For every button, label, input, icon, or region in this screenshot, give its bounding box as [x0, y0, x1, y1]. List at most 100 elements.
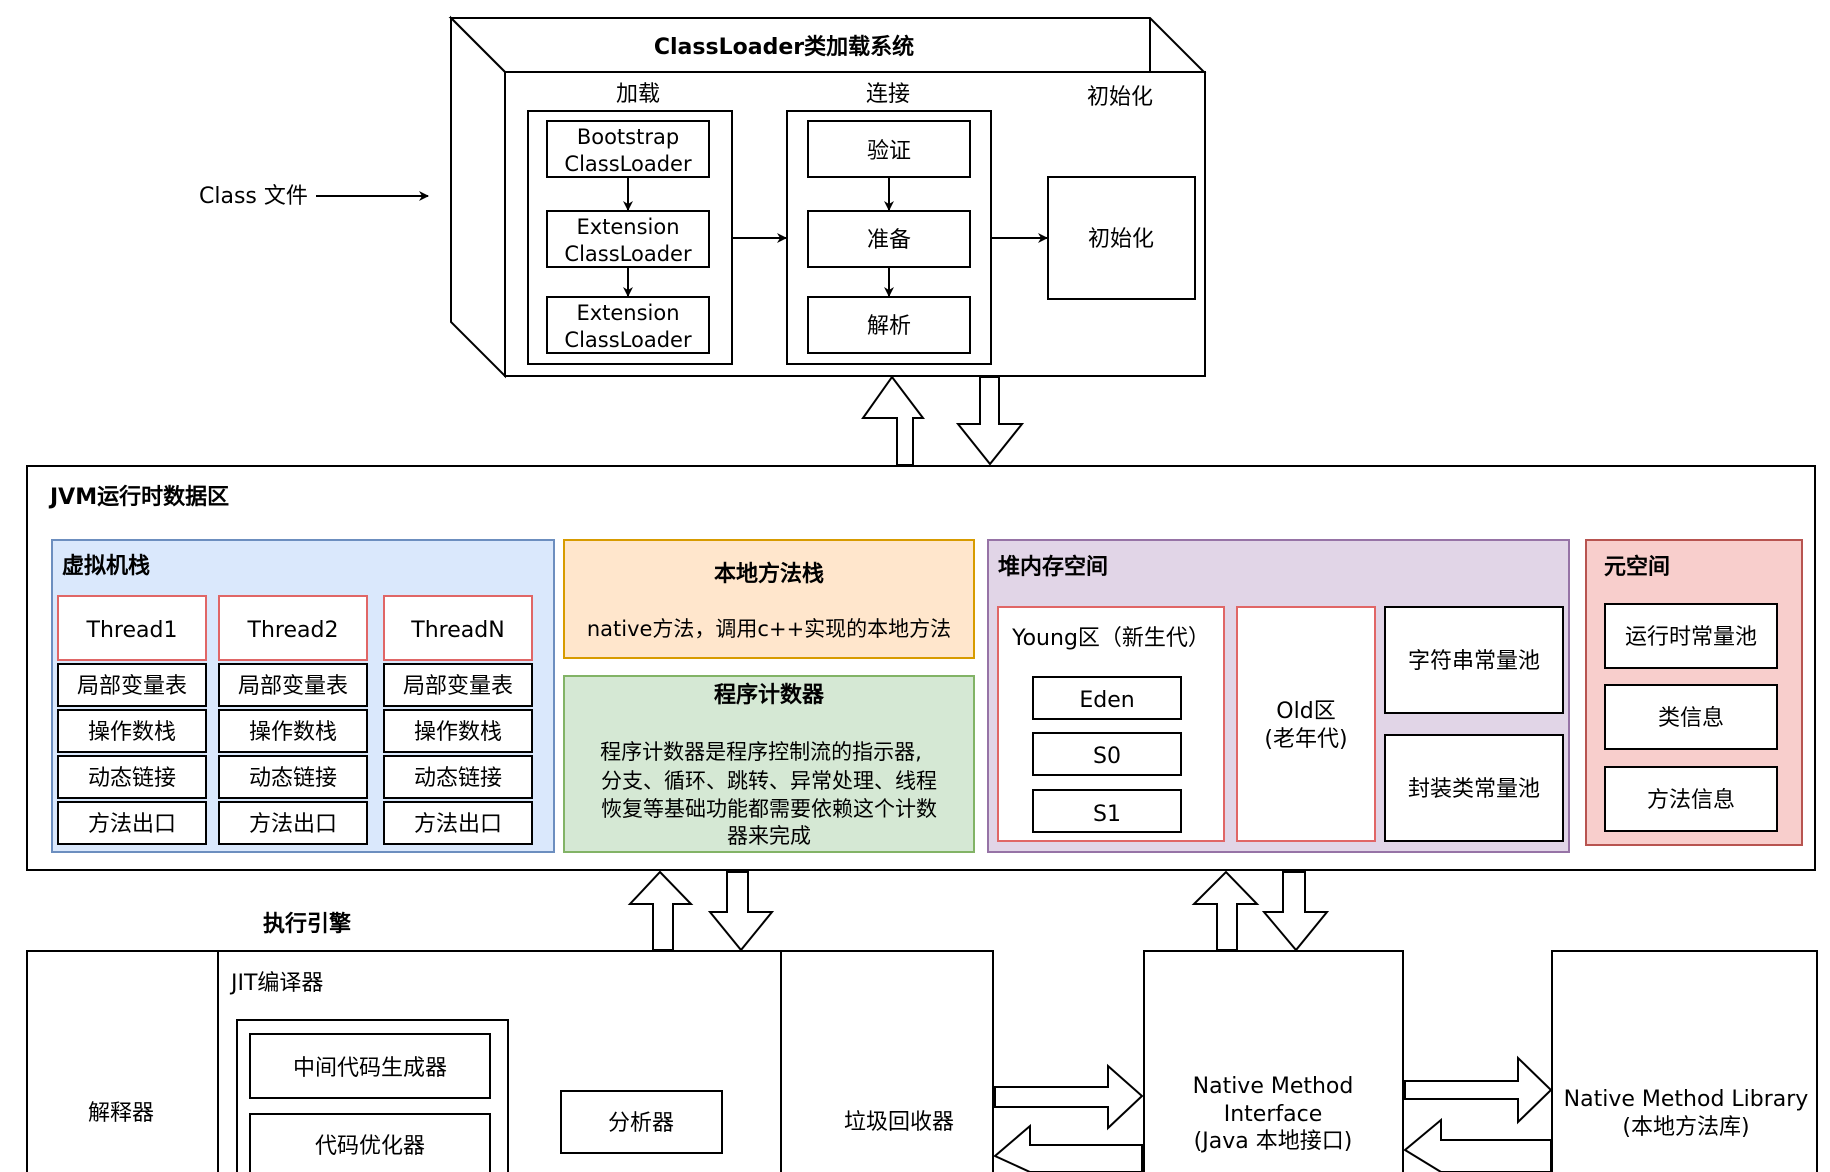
- metaspace-title: 元空间: [1604, 554, 1670, 580]
- vm-stack-title: 虚拟机栈: [62, 553, 150, 579]
- up-arrow-engine: [627, 870, 694, 951]
- init-label: 初始化: [1088, 227, 1154, 252]
- stack-frame-row: [218, 801, 368, 845]
- stack-frame-label: 方法出口: [414, 812, 502, 837]
- resolve-label: 解析: [867, 314, 911, 339]
- down-arrow-engine: [707, 871, 775, 952]
- intermediate-label: 中间代码生成器: [293, 1056, 447, 1081]
- native-stack-desc: native方法，调用c++实现的本地方法: [587, 617, 951, 641]
- stack-frame-row: [57, 801, 207, 845]
- native-method-interface: [1143, 950, 1404, 1172]
- prepare-label: 准备: [867, 228, 911, 253]
- stack-frame-row: [218, 663, 368, 707]
- pc-desc-line4: 器来完成: [727, 824, 811, 848]
- prepare-box: [807, 210, 971, 268]
- left-arrow-nmi-to-engine: [993, 1123, 1143, 1172]
- native-method-library: [1551, 950, 1818, 1172]
- stack-frame-label: 局部变量表: [77, 674, 187, 699]
- stack-frame-label: 操作数栈: [249, 720, 337, 745]
- stack-frame-row: [218, 755, 368, 799]
- resolve-box: [807, 296, 971, 354]
- linking-title: 连接: [866, 82, 910, 107]
- string-pool-label: 字符串常量池: [1408, 649, 1540, 674]
- intermediate-code-generator: [249, 1033, 491, 1099]
- stack-frame-row: [57, 755, 207, 799]
- old-generation: [1236, 606, 1376, 842]
- pc-desc-line2: 分支、循环、跳转、异常处理、线程: [601, 769, 937, 793]
- metaspace-item: [1604, 766, 1778, 832]
- thread-name: Thread2: [247, 618, 339, 643]
- wrapper-constant-pool: [1384, 734, 1564, 842]
- s1-label: S1: [1093, 802, 1121, 827]
- metaspace-item-label: 方法信息: [1647, 788, 1735, 813]
- old-line2: (老年代): [1264, 727, 1347, 752]
- analyzer-box: [560, 1090, 723, 1154]
- pc-desc-line1: 程序计数器是程序控制流的指示器,: [600, 740, 922, 764]
- nml-line2: (本地方法库): [1622, 1115, 1749, 1140]
- extension-classloader-2: [546, 296, 710, 354]
- down-arrow-native-interface: [1261, 871, 1330, 952]
- bootstrap-line1: Bootstrap: [577, 125, 679, 149]
- pc-desc-line3: 恢复等基础功能都需要依赖这个计数: [601, 797, 937, 821]
- right-arrow-engine-to-nmi: [994, 1063, 1144, 1131]
- gc-label: 垃圾回收器: [844, 1110, 954, 1135]
- stack-frame-label: 动态链接: [88, 766, 176, 791]
- pc-title: 程序计数器: [714, 682, 825, 708]
- jit-compiler: JIT编译器 中间代码生成器 代码优化器 分析器: [229, 971, 723, 1172]
- analyzer-label: 分析器: [608, 1111, 674, 1136]
- program-counter: 程序计数器 程序计数器是程序控制流的指示器, 分支、循环、跳转、异常处理、线程 …: [563, 675, 975, 853]
- metaspace-item-label: 类信息: [1658, 706, 1724, 731]
- execution-engine: [26, 950, 994, 1172]
- wrapper-pool-label: 封装类常量池: [1408, 777, 1540, 802]
- thread-name: ThreadN: [410, 618, 504, 643]
- native-stack-title: 本地方法栈: [714, 561, 824, 587]
- extension1-line1: Extension: [576, 215, 679, 239]
- young-label: Young区（新生代）: [1011, 626, 1210, 651]
- left-arrow-nml-to-nmi: [1403, 1117, 1552, 1172]
- stack-frame-row: [383, 755, 533, 799]
- nmi-line3: (Java 本地接口): [1194, 1129, 1353, 1154]
- metaspace-item-label: 运行时常量池: [1625, 625, 1757, 650]
- code-optimizer: [249, 1113, 491, 1172]
- old-line1: Old区: [1276, 699, 1335, 724]
- bootstrap-line2: ClassLoader: [564, 152, 692, 176]
- init-box: [1047, 176, 1196, 300]
- class-file-label: Class 文件: [199, 184, 308, 209]
- stack-frame-label: 局部变量表: [403, 674, 513, 699]
- up-arrow-native-interface: [1191, 870, 1260, 951]
- s0-box: [1032, 732, 1182, 776]
- thread-header: [218, 595, 368, 661]
- stack-frame-row: [57, 663, 207, 707]
- stack-frame-row: [57, 709, 207, 753]
- stack-frame-label: 操作数栈: [88, 720, 176, 745]
- stack-frame-row: [383, 663, 533, 707]
- nmi-line1: Native Method: [1193, 1074, 1354, 1099]
- s0-label: S0: [1093, 744, 1121, 769]
- heap-title: 堆内存空间: [998, 554, 1108, 580]
- metaspace-item: [1604, 684, 1778, 750]
- nmi-line2: Interface: [1224, 1102, 1323, 1127]
- verify-label: 验证: [867, 139, 911, 164]
- native-method-stack: 本地方法栈 native方法，调用c++实现的本地方法: [563, 539, 975, 659]
- extension2-line1: Extension: [576, 301, 679, 325]
- string-constant-pool: [1384, 606, 1564, 714]
- eden-box: [1032, 676, 1182, 720]
- stack-frame-label: 操作数栈: [414, 720, 502, 745]
- loading-title: 加载: [616, 82, 660, 107]
- engine-title: 执行引擎: [263, 911, 351, 937]
- thread-header: [57, 595, 207, 661]
- optimizer-label: 代码优化器: [315, 1134, 425, 1159]
- interpreter-label: 解释器: [88, 1101, 154, 1126]
- down-arrow-classloader: [955, 376, 1025, 466]
- thread-name: Thread1: [86, 618, 178, 643]
- extension2-line2: ClassLoader: [564, 328, 692, 352]
- runtime-title: JVM运行时数据区: [48, 484, 229, 510]
- classloader-system: ClassLoader类加载系统 加载 Bootstrap ClassLoade…: [448, 15, 1207, 379]
- stack-frame-label: 局部变量表: [238, 674, 348, 699]
- classloader-title: ClassLoader类加载系统: [654, 34, 914, 60]
